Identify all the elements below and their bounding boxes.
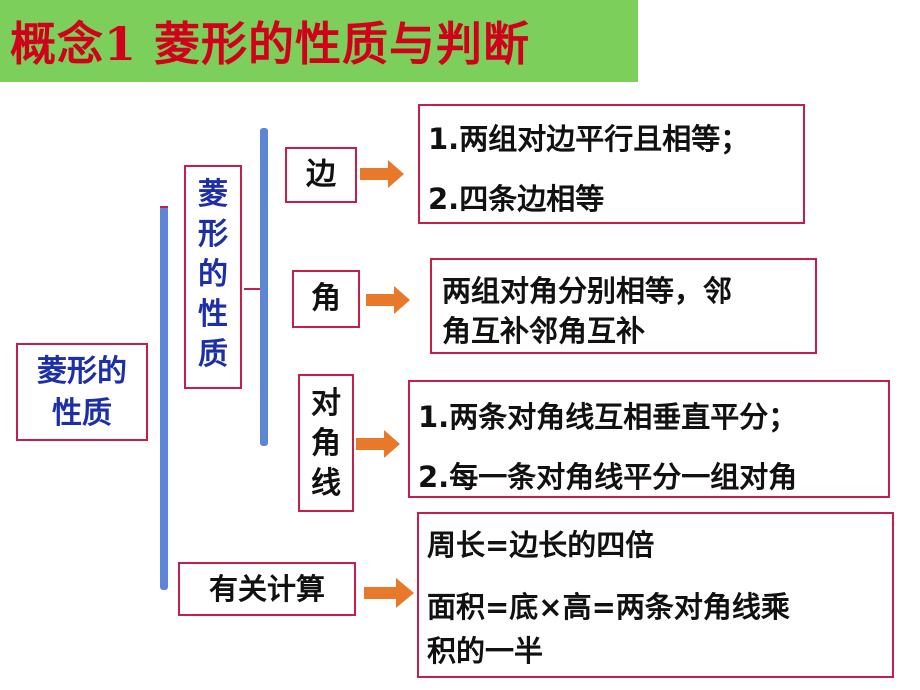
property-box: 菱 形 的 性 质: [184, 165, 242, 389]
main-bracket-top-tick: [160, 206, 168, 208]
root-box: 菱形的 性质: [16, 343, 148, 441]
root-line-2: 性质: [52, 396, 112, 431]
detail-calculation-line-3: 积的一半: [427, 634, 544, 668]
property-char-5: 质: [198, 337, 228, 372]
category-side: 边: [285, 147, 357, 203]
detail-calculation-box: 周长=边长的四倍 面积=底×高=两条对角线乘 积的一半: [417, 512, 894, 678]
category-diagonal: 对 角 线: [298, 374, 354, 512]
detail-diagonal-line-2: 2.每一条对角线平分一组对角: [418, 460, 798, 494]
category-diagonal-char-1: 对: [311, 386, 341, 421]
category-diagonal-char-2: 角: [311, 426, 341, 461]
detail-side-line-1: 1.两组对边平行且相等；: [428, 122, 750, 156]
category-angle: 角: [292, 270, 360, 328]
category-angle-label: 角: [311, 281, 341, 316]
detail-calculation-line-2: 面积=底×高=两条对角线乘: [427, 590, 790, 624]
category-calculation: 有关计算: [178, 562, 356, 616]
detail-calculation-line-1: 周长=边长的四倍: [427, 528, 655, 562]
category-calculation-label: 有关计算: [208, 572, 325, 606]
detail-side-box: 1.两组对边平行且相等； 2.四条边相等: [418, 104, 805, 224]
property-connector: [244, 288, 260, 290]
title-bar: 概念1 菱形的性质与判断: [0, 0, 638, 82]
category-side-label: 边: [306, 157, 336, 192]
root-line-1: 菱形的: [37, 354, 127, 389]
detail-diagonal-box: 1.两条对角线互相垂直平分； 2.每一条对角线平分一组对角: [408, 380, 890, 498]
detail-diagonal-line-1: 1.两条对角线互相垂直平分；: [418, 400, 798, 434]
page-title: 概念1 菱形的性质与判断: [10, 17, 531, 71]
arrow-side-icon: [360, 160, 404, 188]
property-char-4: 性: [198, 297, 228, 332]
detail-angle-line-1: 两组对角分别相等，邻: [442, 274, 733, 308]
detail-side-line-2: 2.四条边相等: [428, 182, 605, 216]
category-diagonal-char-3: 线: [311, 466, 341, 501]
property-char-2: 形: [198, 217, 228, 252]
property-char-3: 的: [198, 257, 228, 292]
arrow-calculation-icon: [364, 578, 414, 608]
detail-angle-box: 两组对角分别相等，邻 角互补邻角互补: [430, 258, 817, 354]
arrow-angle-icon: [366, 286, 410, 314]
property-bracket: [260, 128, 268, 446]
main-bracket: [160, 206, 168, 590]
property-char-1: 菱: [198, 177, 228, 212]
arrow-diagonal-icon: [356, 430, 400, 458]
detail-angle-line-2: 角互补邻角互补: [442, 314, 646, 348]
